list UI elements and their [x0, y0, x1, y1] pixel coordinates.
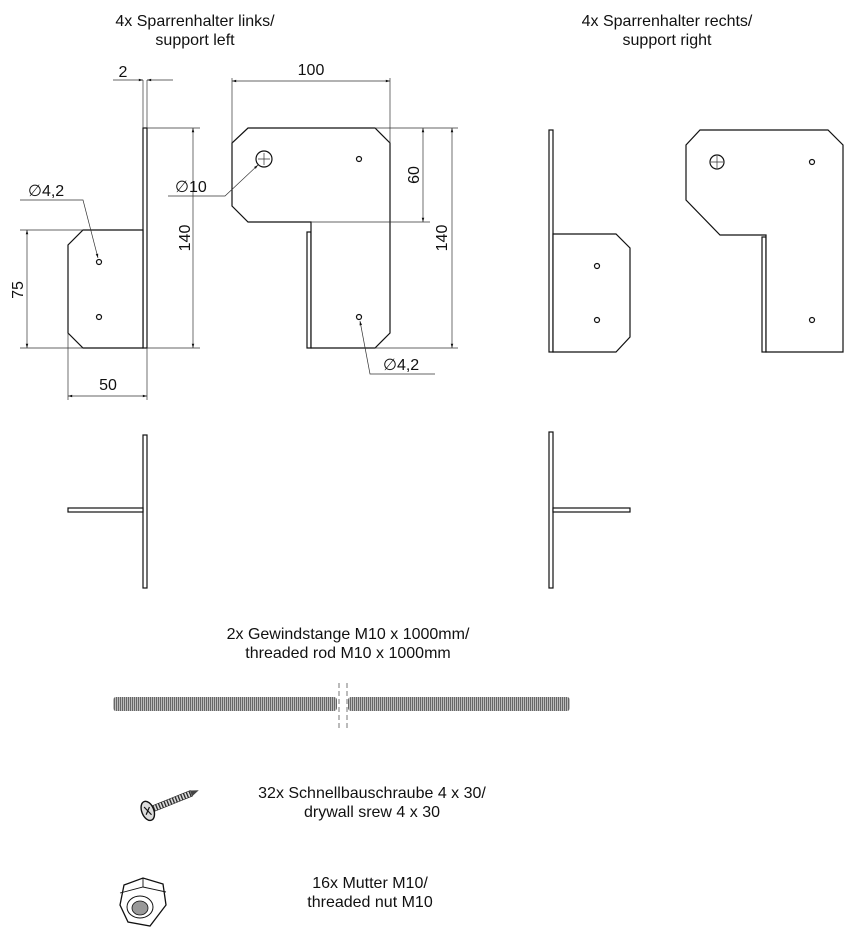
dim-hole-small-1: ∅4,2: [28, 183, 64, 200]
title-line: drywall srew 4 x 30: [303, 804, 441, 821]
hole-icon: [95, 258, 103, 266]
support-left-main-dimensions: 100 60 140 ∅10 ∅4,2: [168, 62, 458, 375]
support-right-main-part: [685, 129, 844, 353]
screw-icon: [140, 790, 199, 822]
title-rod: 2x Gewindstange M10 x 1000mm/ threaded r…: [227, 625, 470, 663]
support-right-top-view: [548, 431, 631, 589]
hole-icon: [355, 155, 363, 163]
hole-icon: [95, 313, 103, 321]
title-support-right: 4x Sparrenhalter rechts/ support right: [582, 12, 753, 50]
dim-hole-large: ∅10: [175, 179, 207, 196]
support-left-dimensions: 2 140 75 50 ∅4,2: [10, 64, 200, 400]
title-nut: 16x Mutter M10/ threaded nut M10: [307, 874, 432, 912]
support-right-side-part: [548, 129, 631, 353]
dim-lower-height: 75: [10, 281, 27, 299]
nut-icon: [119, 877, 167, 927]
threaded-rod-icon: [113, 683, 570, 728]
support-left-top-view: [67, 434, 148, 589]
title-line: support left: [155, 32, 235, 49]
dim-upper-height: 60: [406, 166, 423, 184]
support-left-main-part: [231, 127, 391, 349]
title-line: 2x Gewindstange M10 x 1000mm/: [226, 626, 470, 643]
title-line: 4x Sparrenhalter links/: [115, 13, 275, 30]
dim-hole-small-2: ∅4,2: [383, 357, 419, 374]
dim-height-left: 140: [177, 225, 194, 252]
hole-icon: [355, 313, 363, 321]
dim-lower-width: 50: [99, 377, 117, 394]
title-line: 4x Sparrenhalter rechts/: [581, 13, 753, 30]
title-screw: 32x Schnellbauschraube 4 x 30/ drywall s…: [258, 784, 486, 822]
title-line: 32x Schnellbauschraube 4 x 30/: [258, 785, 486, 802]
title-line: 16x Mutter M10/: [312, 875, 428, 892]
dim-thickness: 2: [119, 64, 128, 81]
dim-width-top: 100: [298, 62, 325, 79]
support-left-side-part: [67, 127, 148, 349]
title-line: threaded nut M10: [307, 894, 433, 911]
dim-height-right: 140: [434, 225, 451, 252]
title-support-left: 4x Sparrenhalter links/ support left: [115, 12, 274, 50]
title-line: support right: [622, 32, 712, 49]
title-line: threaded rod M10 x 1000mm: [245, 645, 451, 662]
